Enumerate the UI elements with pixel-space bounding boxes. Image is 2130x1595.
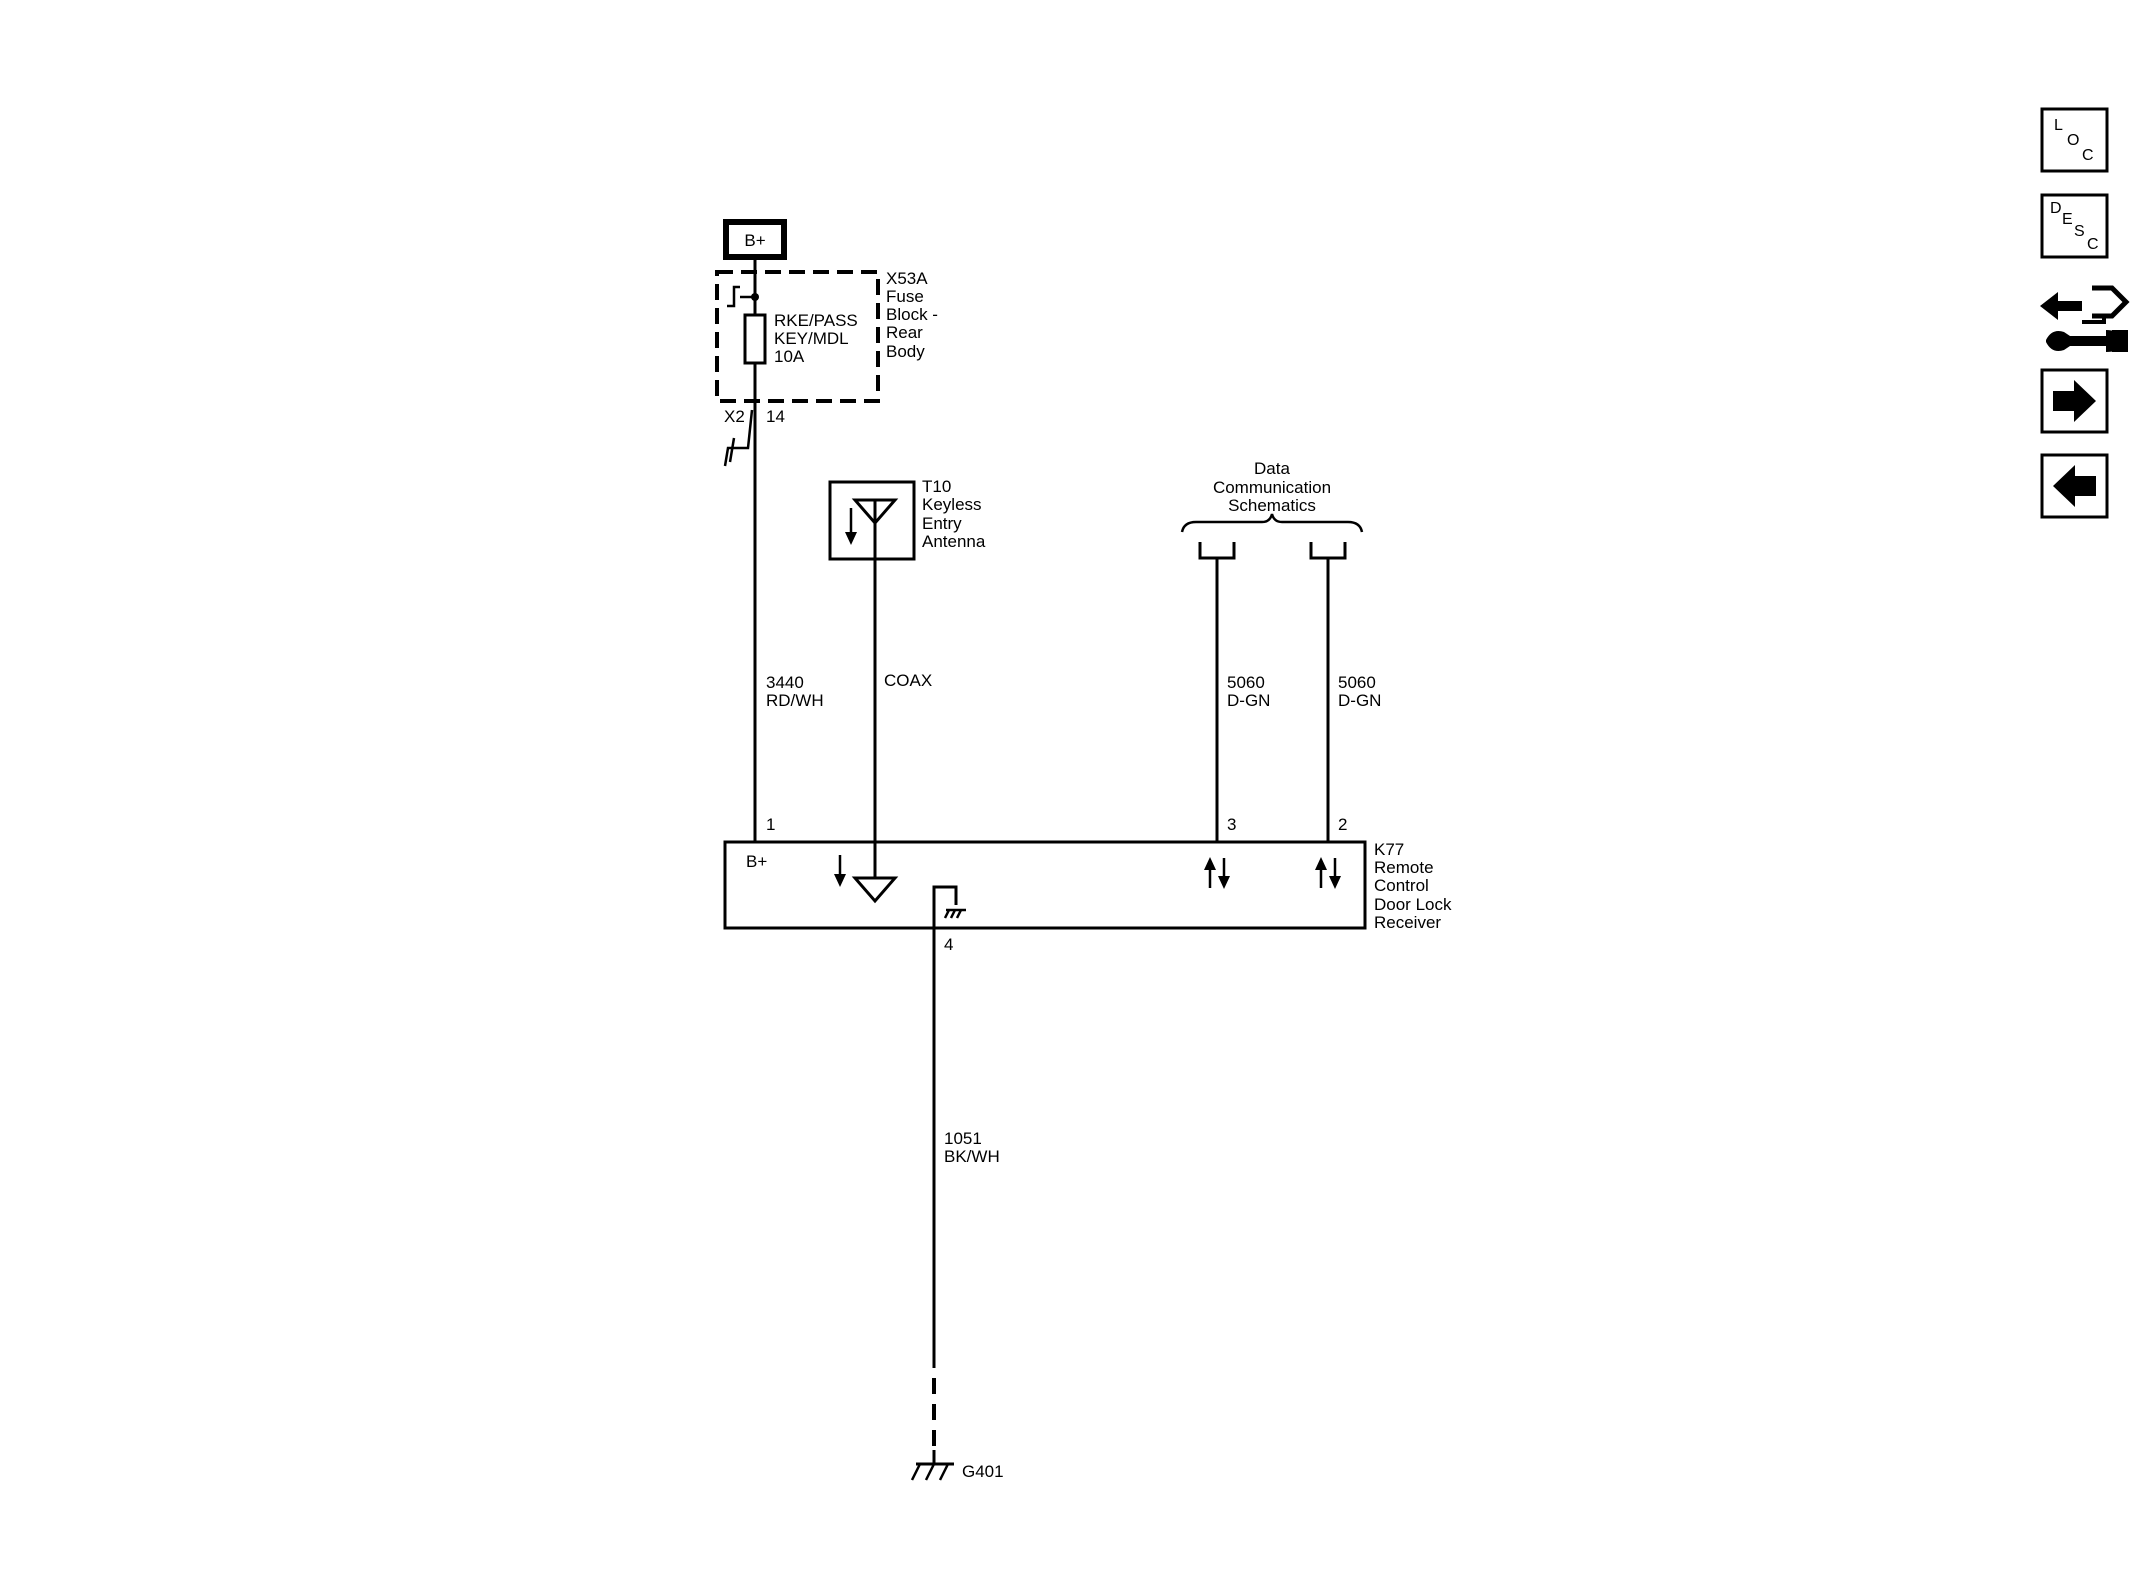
loc-letter-l: L (2054, 117, 2063, 134)
receiver-pin-1: 1 (766, 815, 775, 834)
fuse-label-2: KEY/MDL (774, 329, 849, 348)
fuse-block-name-1: X53A (886, 269, 928, 288)
ground-g401: G401 (910, 1450, 1004, 1481)
wire-data-2: 5060 D-GN 2 (1326, 558, 1381, 842)
receiver-pin-3: 3 (1227, 815, 1236, 834)
wire-ground-circuit: 1051 (944, 1129, 982, 1148)
connector-wrench-icon[interactable] (2040, 285, 2130, 357)
wire-power-color: RD/WH (766, 691, 824, 710)
data-communication: Data Communication Schematics (1180, 459, 1364, 560)
desc-letter-d: D (2050, 200, 2062, 217)
wire-data-1-color: D-GN (1227, 691, 1270, 710)
power-source: B+ (723, 219, 787, 260)
data-comm-line-1: Data (1254, 459, 1290, 478)
wire-power-circuit: 3440 (766, 673, 804, 692)
receiver-name-5: Receiver (1374, 913, 1441, 932)
antenna-name-3: Entry (922, 514, 962, 533)
receiver-name-1: K77 (1374, 840, 1404, 859)
receiver-bplus-label: B+ (746, 852, 767, 871)
fuse-block-name-3: Block - (886, 305, 938, 324)
wire-data-2-color: D-GN (1338, 691, 1381, 710)
desc-letter-c: C (2087, 236, 2099, 253)
prev-button[interactable] (2040, 453, 2109, 519)
desc-letter-s: S (2074, 223, 2085, 240)
antenna-name-1: T10 (922, 477, 951, 496)
receiver-name-4: Door Lock (1374, 895, 1452, 914)
arrow-right-icon (2053, 380, 2096, 422)
fuse-icon (743, 313, 767, 365)
wire-ground: 1051 BK/WH (932, 928, 1000, 1455)
data-comm-line-2: Communication (1213, 478, 1331, 497)
desc-letter-e: E (2062, 211, 2073, 228)
loc-letter-c: C (2082, 147, 2094, 164)
data-comm-line-3: Schematics (1228, 496, 1316, 515)
wire-coax-label: COAX (884, 671, 932, 690)
desc-button[interactable]: D E S C (2040, 193, 2109, 259)
wire-data-1: 5060 D-GN 3 (1215, 558, 1270, 842)
receiver-name-2: Remote (1374, 858, 1434, 877)
wire-ground-color: BK/WH (944, 1147, 1000, 1166)
loc-button[interactable]: L O C (2040, 107, 2109, 173)
wire-data-1-circuit: 5060 (1227, 673, 1265, 692)
connector-x2: X2 14 (723, 407, 785, 467)
receiver-pin-4: 4 (944, 935, 953, 954)
wire-data-2-circuit: 5060 (1338, 673, 1376, 692)
connector-name: X2 (724, 407, 745, 426)
antenna-name-2: Keyless (922, 495, 982, 514)
arrow-left-icon (2053, 465, 2096, 507)
antenna-name-4: Antenna (922, 532, 986, 551)
antenna-t10: T10 Keyless Entry Antenna (828, 477, 986, 561)
next-button[interactable] (2040, 368, 2109, 434)
fuse-block-name-5: Body (886, 342, 925, 361)
fuse-label-3: 10A (774, 347, 805, 366)
fuse-block: RKE/PASS KEY/MDL 10A X53A Fuse Block - R… (715, 257, 938, 403)
receiver-k77: B+ K77 Remote Control Door Lock Receiver… (723, 840, 1452, 954)
receiver-pin-2: 2 (1338, 815, 1347, 834)
power-source-label: B+ (744, 231, 765, 250)
connector-pin: 14 (766, 407, 785, 426)
fuse-block-name-4: Rear (886, 323, 923, 342)
receiver-name-3: Control (1374, 876, 1429, 895)
loc-letter-o: O (2067, 132, 2079, 149)
fuse-block-name-2: Fuse (886, 287, 924, 306)
fuse-label-1: RKE/PASS (774, 311, 858, 330)
ground-label: G401 (962, 1462, 1004, 1481)
wire-power: 3440 RD/WH 1 (753, 401, 824, 842)
